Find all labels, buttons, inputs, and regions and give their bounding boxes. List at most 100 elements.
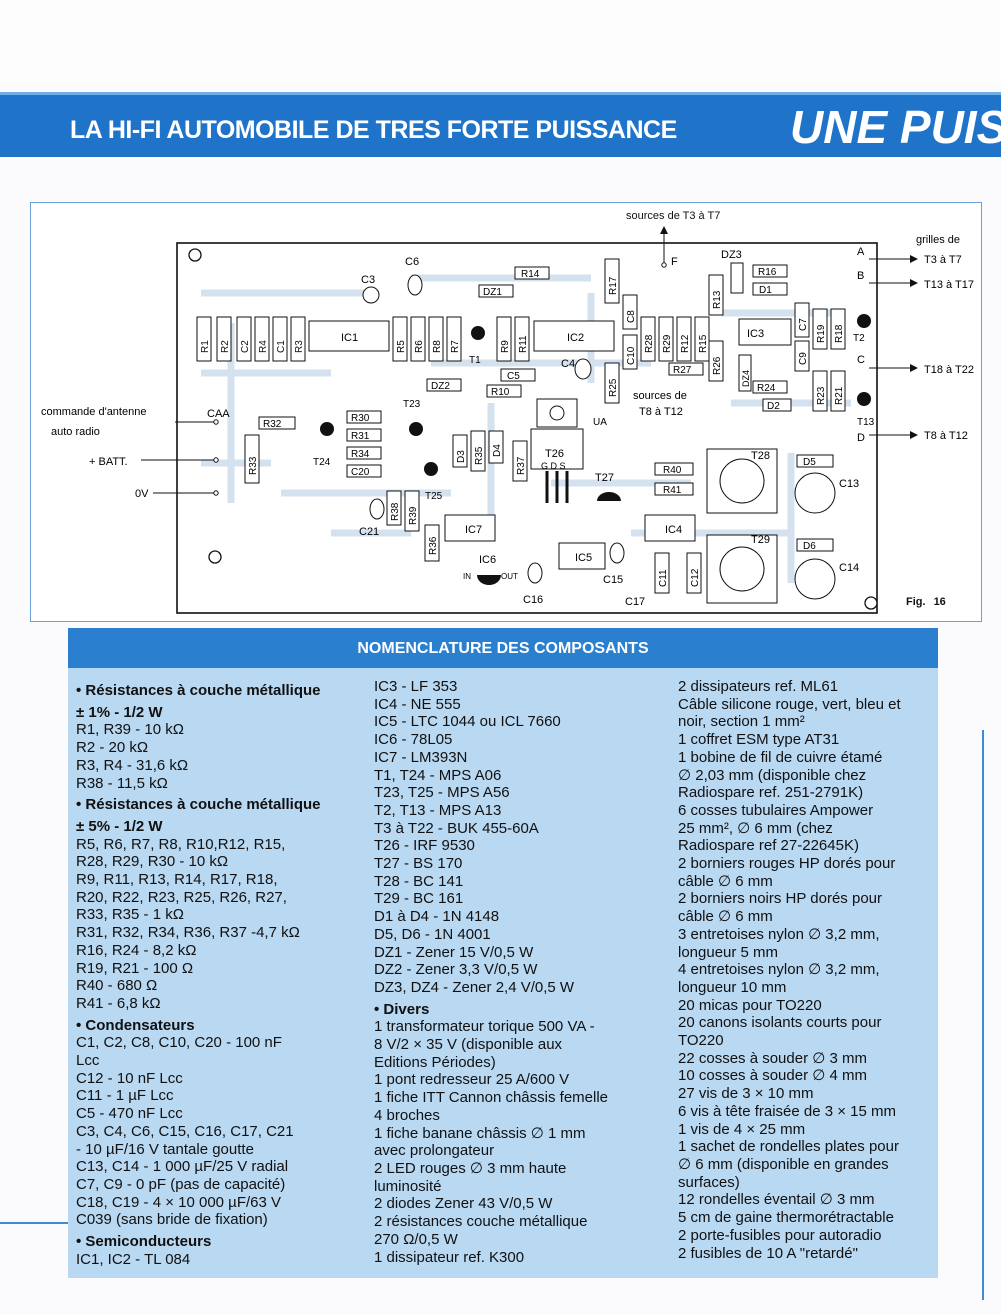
component-line: 2 fusibles de 10 A "retardé" [678, 1244, 858, 1262]
nomenclature-panel: NOMENCLATURE DES COMPOSANTS • Résistance… [68, 628, 938, 1278]
component-line: 1 bobine de fil de cuivre étamé [678, 748, 883, 766]
component-line: Radiospare ref 27-22645K) [678, 837, 859, 855]
svg-text:IC4: IC4 [665, 524, 682, 536]
component-line: 2 borniers rouges HP dorés pour [678, 855, 896, 873]
component-line: 4 entretoises nylon ∅ 3,2 mm, [678, 961, 880, 979]
svg-text:IC1: IC1 [341, 332, 358, 344]
component-line: C12 - 10 nF Lcc [76, 1069, 183, 1087]
svg-text:IC7: IC7 [465, 524, 482, 536]
header-banner [0, 92, 1001, 157]
component-line: DZ2 - Zener 3,3 V/0,5 W [374, 961, 538, 979]
component-line: T1, T24 - MPS A06 [374, 766, 502, 784]
svg-text:C21: C21 [359, 526, 379, 538]
component-line: C11 - 1 µF Lcc [76, 1087, 174, 1105]
svg-text:IC3: IC3 [747, 328, 764, 340]
svg-text:T18 à T22: T18 à T22 [924, 364, 974, 376]
component-line: surfaces) [678, 1173, 740, 1191]
svg-text:R18: R18 [834, 324, 845, 343]
svg-text:C15: C15 [603, 574, 623, 586]
svg-text:R27: R27 [673, 365, 692, 376]
svg-text:C8: C8 [626, 310, 637, 323]
svg-text:R40: R40 [663, 465, 682, 476]
svg-text:T23: T23 [403, 399, 421, 410]
svg-text:R39: R39 [408, 506, 419, 525]
svg-text:R15: R15 [698, 334, 709, 353]
svg-text:auto radio: auto radio [51, 426, 100, 438]
component-line: IC6 - 78L05 [374, 731, 453, 749]
component-line: R31, R32, R34, R36, R37 -4,7 kΩ [76, 924, 300, 942]
svg-text:T13: T13 [857, 417, 875, 428]
svg-text:C5: C5 [507, 371, 520, 382]
svg-text:C14: C14 [839, 562, 859, 574]
component-line: C5 - 470 nF Lcc [76, 1105, 183, 1123]
svg-text:R32: R32 [263, 419, 282, 430]
component-line: 1 vis de 4 × 25 mm [678, 1120, 806, 1138]
svg-text:T2: T2 [853, 333, 865, 344]
svg-text:IC2: IC2 [567, 332, 584, 344]
component-line: C18, C19 - 4 × 10 000 µF/63 V [76, 1193, 282, 1211]
component-line: T23, T25 - MPS A56 [374, 784, 510, 802]
svg-text:R36: R36 [428, 536, 439, 555]
svg-text:R11: R11 [518, 335, 529, 353]
svg-text:C4: C4 [561, 358, 575, 370]
component-line: ∅ 6 mm (disponible en grandes [678, 1155, 889, 1173]
component-line: T3 à T22 - BUK 455-60A [374, 819, 539, 837]
svg-text:T8 à T12: T8 à T12 [639, 406, 683, 418]
pcb-layout-diagram: sources de T3 à T7 F grilles de T3 à T7 … [41, 210, 974, 614]
component-line: IC7 - LM393N [374, 748, 468, 766]
component-line: 20 micas pour TO220 [678, 996, 822, 1014]
svg-text:C13: C13 [839, 478, 859, 490]
svg-text:T26: T26 [545, 448, 564, 460]
svg-text:R29: R29 [662, 334, 673, 353]
component-line: R5, R6, R7, R8, R10,R12, R15, [76, 835, 286, 853]
component-line: 6 cosses tubulaires Ampower [678, 801, 874, 819]
component-line: C13, C14 - 1 000 µF/25 V radial [76, 1158, 289, 1176]
svg-text:C12: C12 [690, 568, 701, 587]
component-line: 1 dissipateur ref. K300 [374, 1248, 525, 1266]
component-line: D5, D6 - 1N 4001 [374, 925, 491, 943]
component-line: 1 fiche ITT Cannon châssis femelle [374, 1089, 609, 1107]
component-line: 5 cm de gaine thermorétractable [678, 1209, 894, 1227]
svg-text:C20: C20 [351, 467, 370, 478]
component-line: 6 vis à tête fraisée de 3 × 15 mm [678, 1102, 897, 1120]
component-line: T2, T13 - MPS A13 [374, 801, 502, 819]
svg-text:G D S: G D S [541, 461, 566, 471]
section-heading: • Résistances à couche métallique [76, 796, 321, 814]
svg-text:C3: C3 [361, 274, 375, 286]
svg-text:T3 à T7: T3 à T7 [924, 254, 962, 266]
svg-text:+ BATT.: + BATT. [89, 456, 128, 468]
component-line: 2 porte-fusibles pour autoradio [678, 1226, 882, 1244]
margin-rule [0, 1222, 68, 1224]
svg-text:D3: D3 [456, 450, 467, 463]
nomenclature-column-1: • Résistances à couche métallique± 1% - … [76, 678, 366, 1269]
component-line: 1 coffret ESM type AT31 [678, 731, 840, 749]
svg-text:DZ4: DZ4 [741, 370, 751, 387]
component-line: IC3 - LF 353 [374, 678, 458, 695]
component-line: Radiospare ref. 251-2791K) [678, 784, 864, 802]
component-line: Editions Périodes) [374, 1053, 496, 1071]
component-line: R1, R39 - 10 kΩ [76, 721, 184, 739]
svg-text:R17: R17 [608, 276, 619, 295]
component-line: ∅ 2,03 mm (disponible chez [678, 766, 867, 784]
component-line: R16, R24 - 8,2 kΩ [76, 941, 197, 959]
component-line: noir, section 1 mm² [678, 713, 805, 731]
component-line: 1 fiche banane châssis ∅ 1 mm [374, 1124, 586, 1142]
component-line: câble ∅ 6 mm [678, 872, 773, 890]
svg-text:R30: R30 [351, 413, 370, 424]
svg-text:IC5: IC5 [575, 552, 592, 564]
svg-text:D5: D5 [803, 457, 816, 468]
component-line: luminosité [374, 1177, 442, 1195]
component-line: 1 pont redresseur 25 A/600 V [374, 1071, 570, 1089]
svg-text:R10: R10 [491, 387, 510, 398]
svg-text:sources de: sources de [633, 390, 687, 402]
svg-text:D4: D4 [492, 444, 503, 457]
svg-text:T29: T29 [751, 534, 770, 546]
svg-text:D: D [857, 432, 865, 444]
section-heading: • Résistances à couche métallique [76, 682, 321, 699]
component-line: R19, R21 - 100 Ω [76, 959, 194, 977]
top-margin [0, 0, 1001, 85]
component-line: Câble silicone rouge, vert, bleu et [678, 695, 901, 713]
svg-text:R34: R34 [351, 449, 370, 460]
component-line: D1 à D4 - 1N 4148 [374, 908, 500, 926]
component-line: R40 - 680 Ω [76, 977, 158, 995]
